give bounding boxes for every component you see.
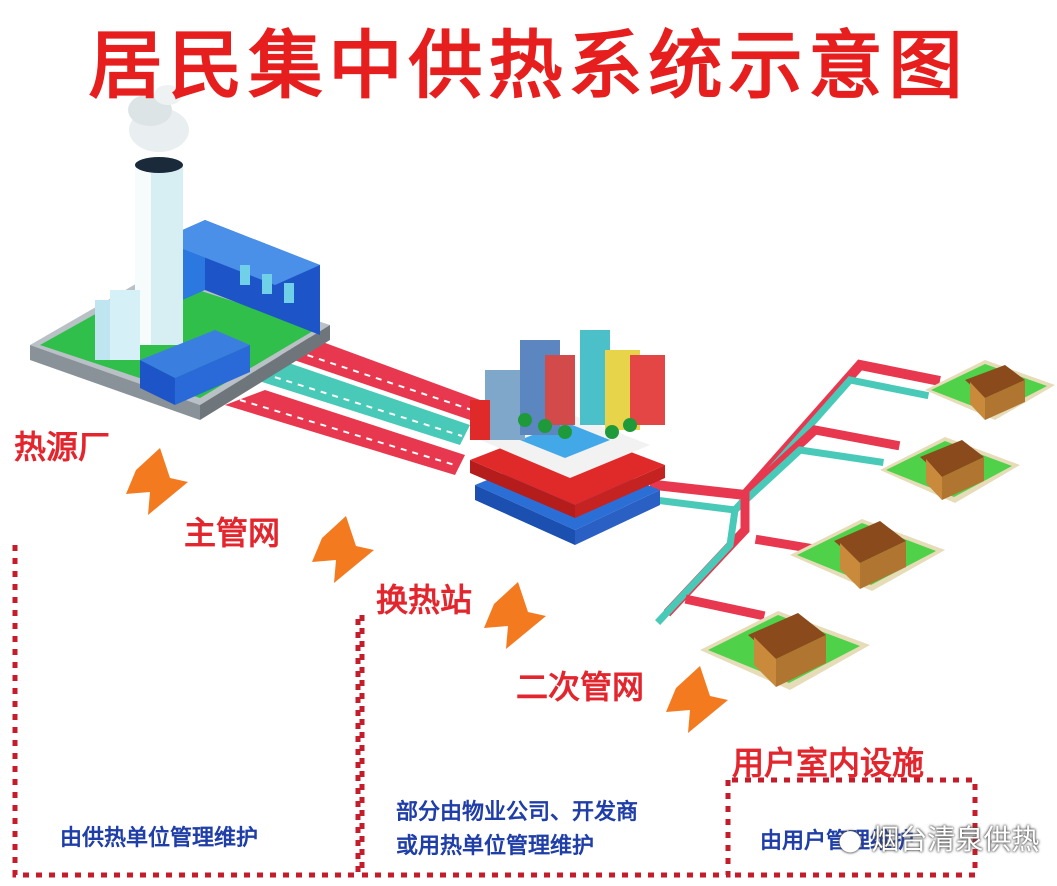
maintenance-heat-supplier: 由供热单位管理维护 bbox=[60, 826, 259, 851]
maintenance-brackets bbox=[12, 545, 978, 878]
heat-plant-illustration bbox=[30, 85, 330, 420]
page-title: 居民集中供热系统示意图 bbox=[88, 23, 969, 109]
bracket-property bbox=[359, 615, 731, 878]
arrow-icon bbox=[484, 582, 546, 649]
label-secondary-network: 二次管网 bbox=[516, 668, 645, 706]
house-4 bbox=[700, 611, 870, 690]
user-houses-illustration bbox=[700, 360, 1055, 690]
house-2 bbox=[880, 437, 1020, 503]
label-indoor-facility: 用户室内设施 bbox=[732, 744, 925, 782]
wechat-icon: ● bbox=[838, 823, 863, 856]
secondary-pipes bbox=[649, 359, 941, 625]
maintenance-property-line2: 或用热单位管理维护 bbox=[396, 834, 595, 859]
watermark-text: 烟台清泉供热 bbox=[871, 823, 1040, 856]
flow-arrows bbox=[126, 448, 728, 733]
bracket-user bbox=[732, 777, 978, 878]
arrow-icon bbox=[126, 448, 188, 515]
house-1 bbox=[925, 360, 1055, 420]
label-exchange-station: 换热站 bbox=[376, 581, 473, 619]
house-3 bbox=[790, 519, 945, 591]
exchange-station-illustration bbox=[470, 330, 665, 545]
label-heat-source: 热源厂 bbox=[14, 428, 111, 466]
watermark: ● 烟台清泉供热 bbox=[838, 818, 1039, 858]
arrow-icon bbox=[666, 666, 728, 733]
label-main-network: 主管网 bbox=[184, 514, 281, 552]
maintenance-user: 由用户管理维护 bbox=[760, 829, 915, 854]
maintenance-property-line1: 部分由物业公司、开发商 bbox=[396, 800, 639, 825]
arrow-icon bbox=[312, 516, 374, 583]
